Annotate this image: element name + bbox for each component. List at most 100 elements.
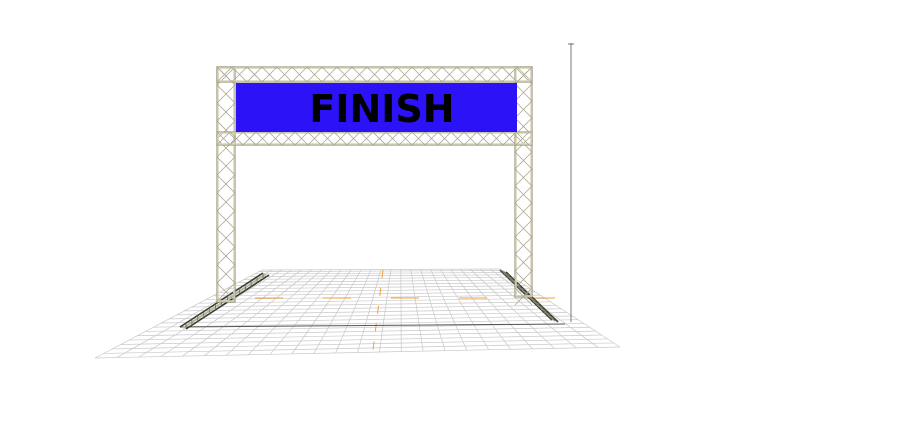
grid-line xyxy=(335,269,372,354)
truss-brace xyxy=(456,66,473,83)
truss-brace xyxy=(333,131,348,146)
grid-line xyxy=(226,269,322,356)
base-brace xyxy=(533,301,544,309)
grid-line xyxy=(379,269,392,353)
truss-brace xyxy=(261,66,278,83)
truss-segment xyxy=(216,66,533,83)
base-brace xyxy=(548,316,559,323)
truss-brace xyxy=(346,131,361,146)
grid-axis-z xyxy=(371,269,384,359)
grid-line xyxy=(182,269,302,357)
truss-brace xyxy=(306,66,323,83)
grid-line xyxy=(499,268,621,348)
truss-brace xyxy=(514,219,533,238)
grid-line xyxy=(160,269,292,357)
truss-brace xyxy=(216,84,236,104)
truss-brace xyxy=(516,66,533,83)
truss-brace xyxy=(307,131,322,146)
truss-brace xyxy=(502,131,517,146)
truss-brace xyxy=(471,66,488,83)
grid-line xyxy=(357,269,382,353)
truss-brace xyxy=(441,66,458,83)
grid-line xyxy=(440,269,490,350)
truss-brace xyxy=(268,131,283,146)
truss-brace xyxy=(514,236,533,255)
truss-brace xyxy=(514,270,533,289)
truss-brace xyxy=(514,202,533,221)
truss-brace xyxy=(476,131,491,146)
grid-line xyxy=(420,269,446,351)
truss-brace xyxy=(450,131,465,146)
grid-line xyxy=(410,269,424,352)
grid-line xyxy=(313,269,362,354)
grid-line xyxy=(430,269,468,351)
truss-brace xyxy=(242,131,257,146)
truss-brace xyxy=(398,131,413,146)
truss-brace xyxy=(514,168,533,187)
truss-brace xyxy=(216,102,236,122)
truss-brace xyxy=(216,138,236,158)
truss-brace xyxy=(486,66,503,83)
truss-brace xyxy=(216,228,236,248)
truss-brace xyxy=(411,131,426,146)
truss-brace xyxy=(514,253,533,272)
base-brace xyxy=(529,298,540,305)
truss-brace xyxy=(229,131,244,146)
truss-brace xyxy=(291,66,308,83)
grid-line xyxy=(112,338,608,350)
grid-line xyxy=(460,268,533,350)
truss-brace xyxy=(276,66,293,83)
truss-brace xyxy=(366,66,383,83)
truss-brace xyxy=(463,131,478,146)
base-brace xyxy=(536,305,548,312)
truss-brace xyxy=(216,120,236,140)
grid-line xyxy=(204,269,312,356)
truss-brace xyxy=(216,131,231,146)
base-brace xyxy=(503,273,514,280)
truss-brace xyxy=(385,131,400,146)
truss-brace xyxy=(336,66,353,83)
truss-brace xyxy=(216,174,236,194)
grid-line xyxy=(94,346,621,359)
truss-brace xyxy=(489,131,504,146)
truss-brace xyxy=(216,246,236,266)
truss-brace xyxy=(411,66,428,83)
truss-brace xyxy=(216,210,236,230)
finish-banner xyxy=(236,83,517,132)
ground-grid xyxy=(94,268,621,359)
truss-brace xyxy=(359,131,374,146)
truss-brace xyxy=(294,131,309,146)
grid-line xyxy=(137,326,590,337)
finish-banner-text: FINISH xyxy=(309,87,454,131)
truss-brace xyxy=(216,264,236,284)
grid-line xyxy=(129,330,596,341)
truss-brace xyxy=(437,131,452,146)
grid-line xyxy=(247,269,332,356)
truss-brace xyxy=(514,83,533,102)
truss-brace xyxy=(372,131,387,146)
truss-chord xyxy=(217,67,532,82)
truss-brace xyxy=(426,66,443,83)
truss-brace xyxy=(515,131,530,146)
grid-line xyxy=(103,342,614,354)
truss-brace xyxy=(216,66,233,83)
truss-brace xyxy=(216,282,236,302)
grid-line xyxy=(153,319,578,328)
grid-line xyxy=(169,311,567,320)
grid-line xyxy=(291,269,352,355)
truss-brace xyxy=(281,131,296,146)
truss-brace xyxy=(514,287,533,306)
truss-brace xyxy=(396,66,413,83)
base-brace xyxy=(540,308,551,316)
grid-line xyxy=(120,334,602,345)
truss-chord xyxy=(515,67,532,297)
grid-line xyxy=(269,269,342,355)
truss-brace xyxy=(514,100,533,119)
grid-line xyxy=(450,268,511,350)
truss-brace xyxy=(321,66,338,83)
grid-line xyxy=(176,308,562,316)
truss-brace xyxy=(381,66,398,83)
truss-brace xyxy=(514,185,533,204)
